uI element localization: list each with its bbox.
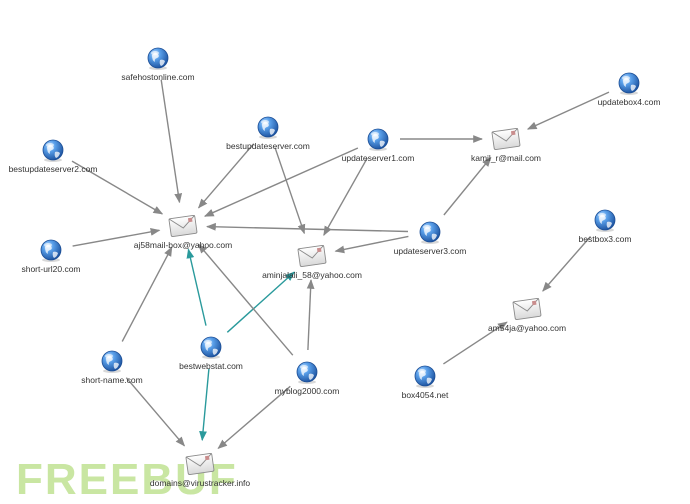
edge-shorturl20-to-aj58 xyxy=(72,228,161,247)
edge-bestwebstat-to-aminjalali xyxy=(226,271,295,333)
node-aj58[interactable]: aj58mail-box@yahoo.com xyxy=(134,214,232,250)
node-updatebox4[interactable]: updatebox4.com xyxy=(598,72,661,107)
node-updateserver1[interactable]: updateserver1.com xyxy=(342,128,415,163)
edge-box4054-to-am54ja xyxy=(443,321,508,365)
globe-icon xyxy=(296,361,318,384)
edge-updateserver3-to-aj58 xyxy=(206,222,409,233)
node-aminjalali[interactable]: aminjalali_58@yahoo.com xyxy=(262,244,362,280)
edge-bestwebstat-to-domains xyxy=(199,368,210,442)
node-label: bestbox3.com xyxy=(579,234,632,244)
node-bestbox3[interactable]: bestbox3.com xyxy=(579,209,632,244)
edge-myblog2000-to-domains xyxy=(217,385,291,450)
envelope-icon xyxy=(185,452,215,475)
node-myblog2000[interactable]: myblog2000.com xyxy=(275,361,340,396)
node-layer: safehostonline.com updatebox4.com bestupda… xyxy=(9,47,661,488)
edge-bestupdateserver-to-aj58 xyxy=(197,143,255,209)
edge-shortname-to-aj58 xyxy=(121,246,173,342)
globe-icon xyxy=(414,365,436,388)
node-label: safehostonline.com xyxy=(121,72,194,82)
edge-bestwebstat-to-aj58 xyxy=(186,248,207,326)
node-domains[interactable]: domains@virustracker.info xyxy=(150,452,251,488)
node-label: bestwebstat.com xyxy=(179,361,243,371)
node-label: domains@virustracker.info xyxy=(150,478,251,488)
node-label: aj58mail-box@yahoo.com xyxy=(134,240,232,250)
node-safehostonline[interactable]: safehostonline.com xyxy=(121,47,195,82)
node-label: short-name.com xyxy=(81,375,142,385)
node-kamil[interactable]: kamil_r@mail.com xyxy=(471,127,541,163)
node-label: am54ja@yahoo.com xyxy=(488,323,566,333)
edge-updateserver3-to-aminjalali xyxy=(334,235,409,254)
node-label: myblog2000.com xyxy=(275,386,340,396)
node-label: short-url20.com xyxy=(21,264,80,274)
node-label: bestupdateserver.com xyxy=(226,141,310,151)
globe-icon xyxy=(101,350,123,373)
node-bestwebstat[interactable]: bestwebstat.com xyxy=(179,336,243,371)
node-label: updateserver1.com xyxy=(342,153,415,163)
edge-layer xyxy=(71,79,610,450)
edge-shortname-to-domains xyxy=(125,377,186,447)
node-shortname[interactable]: short-name.com xyxy=(81,350,143,385)
globe-icon xyxy=(594,209,616,232)
edge-updateserver1-to-aminjalali xyxy=(323,157,368,236)
edge-bestbox3-to-am54ja xyxy=(542,236,592,292)
node-updateserver3[interactable]: updateserver3.com xyxy=(394,221,467,256)
envelope-icon xyxy=(297,244,327,267)
edge-bestupdateserver2-to-aj58 xyxy=(71,160,164,215)
envelope-icon xyxy=(491,127,521,150)
globe-icon xyxy=(618,72,640,95)
edge-myblog2000-to-aj58 xyxy=(197,243,294,356)
edge-safehostonline-to-aj58 xyxy=(160,79,183,204)
globe-icon xyxy=(40,239,62,262)
globe-icon xyxy=(419,221,441,244)
globe-icon xyxy=(367,128,389,151)
node-bestupdateserver2[interactable]: bestupdateserver2.com xyxy=(9,139,98,174)
node-label: kamil_r@mail.com xyxy=(471,153,541,163)
envelope-icon xyxy=(168,214,198,237)
node-bestupdateserver[interactable]: bestupdateserver.com xyxy=(226,116,310,151)
edge-updateserver1-to-aj58 xyxy=(204,147,359,217)
node-label: updateserver3.com xyxy=(394,246,467,256)
node-label: updatebox4.com xyxy=(598,97,661,107)
node-label: bestupdateserver2.com xyxy=(9,164,98,174)
node-box4054[interactable]: box4054.net xyxy=(402,365,449,400)
node-label: box4054.net xyxy=(402,390,449,400)
edge-bestupdateserver-to-aminjalali xyxy=(274,147,306,235)
globe-icon xyxy=(42,139,64,162)
node-shorturl20[interactable]: short-url20.com xyxy=(21,239,81,274)
node-label: aminjalali_58@yahoo.com xyxy=(262,270,362,280)
edge-myblog2000-to-aminjalali xyxy=(306,279,315,351)
globe-icon xyxy=(147,47,169,70)
node-am54ja[interactable]: am54ja@yahoo.com xyxy=(488,297,566,333)
edge-updateserver3-to-kamil xyxy=(443,156,492,216)
globe-icon xyxy=(257,116,279,139)
edge-updatebox4-to-kamil xyxy=(526,91,610,130)
envelope-icon xyxy=(512,297,542,320)
globe-icon xyxy=(200,336,222,359)
